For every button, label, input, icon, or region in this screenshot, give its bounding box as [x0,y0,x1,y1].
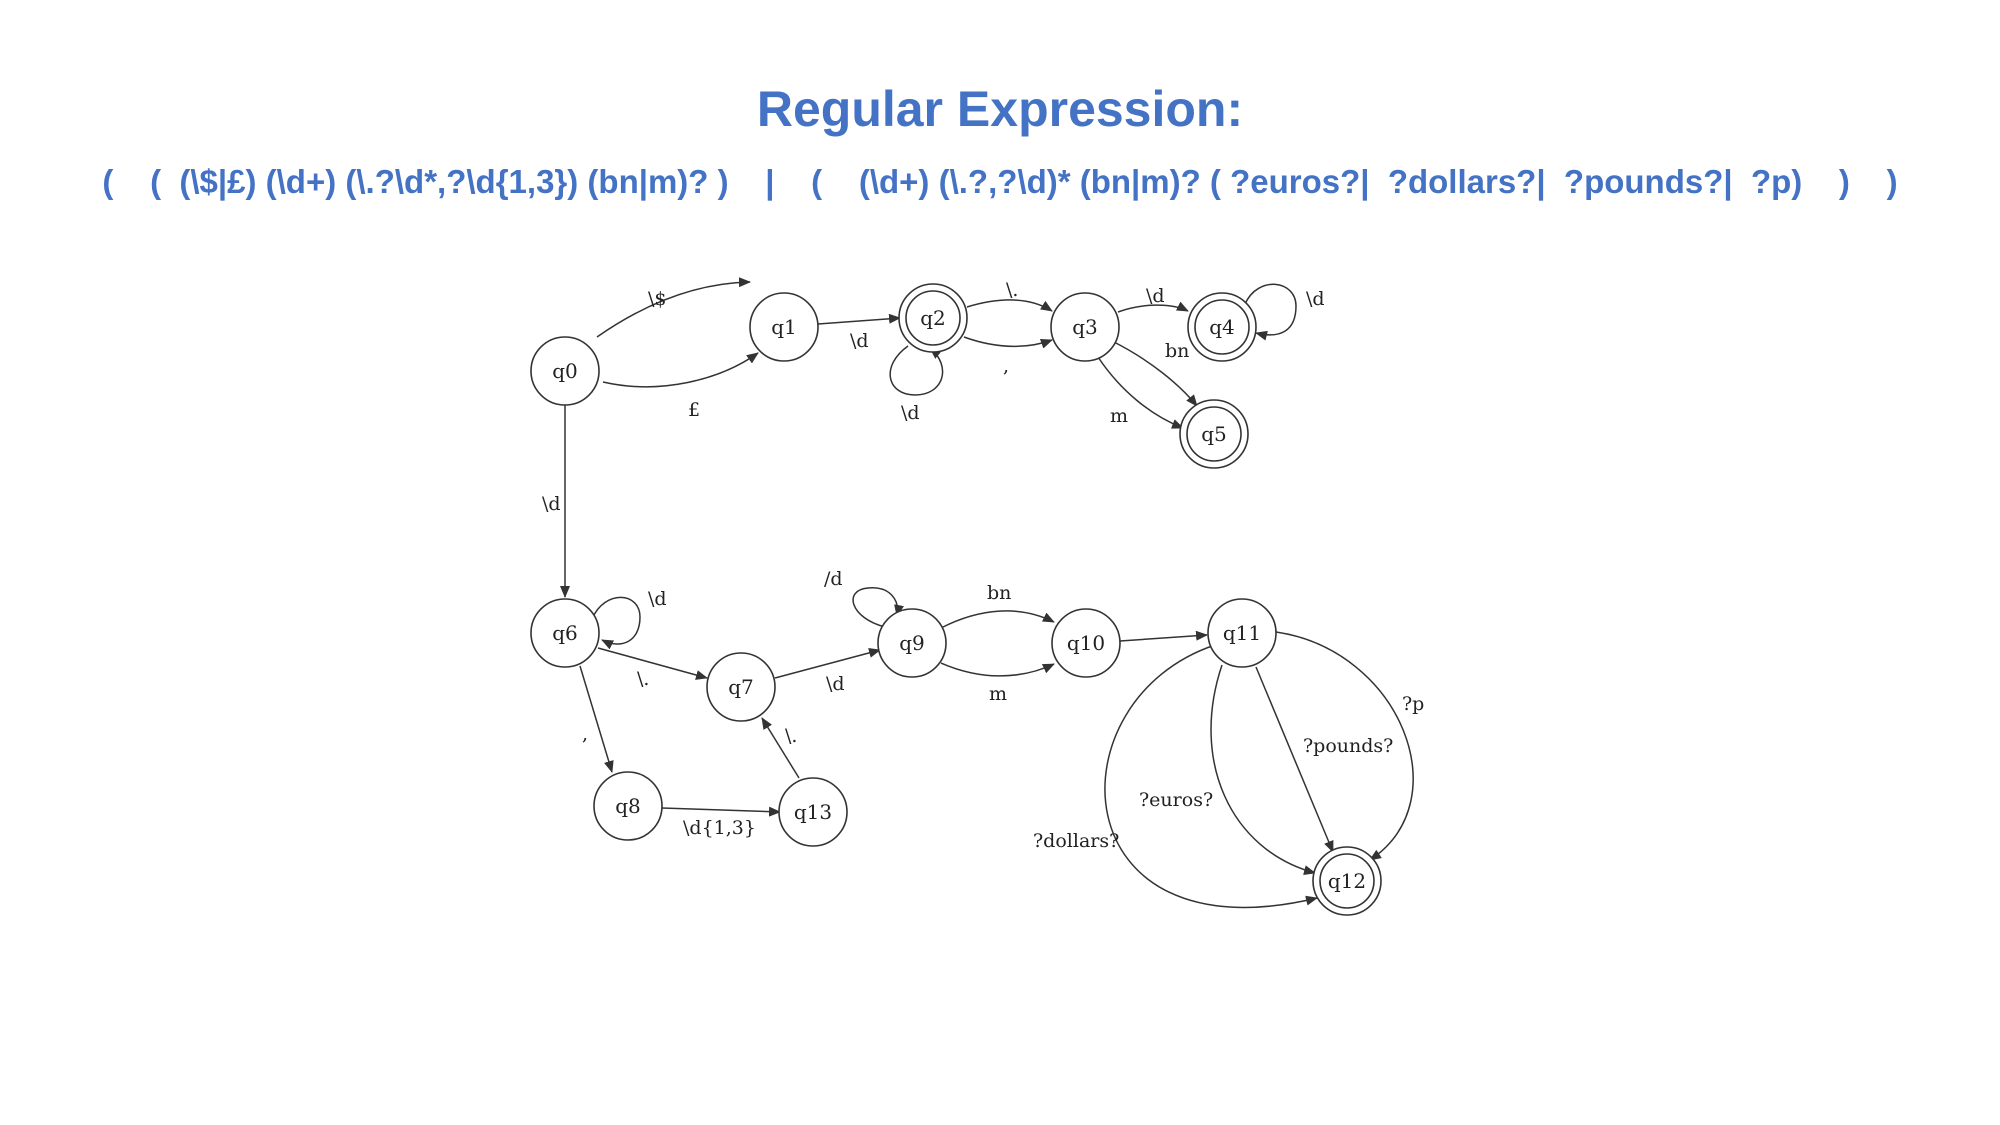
edge-q3-q4 [1117,301,1189,313]
label-q0-q1-pound: £ [688,399,700,421]
label-q6-self: \d [648,588,667,610]
transition-labels: \$ £ \d \d \. , \d \d bn m \d \d \. , \d… [542,279,1424,852]
label-q11-q12-pounds: ?pounds? [1303,735,1393,757]
transitions [560,277,1414,909]
edge-q11-q12-p [1275,631,1414,861]
edge-q0-q1-pound [602,352,759,388]
label-q1-q2: \d [850,330,869,352]
states: q0 q1 q2 q3 q4 q5 [530,283,1382,916]
state-q6: q6 [530,598,600,668]
label-q0-q1-dollar: \$ [648,288,667,310]
label-q11-q12-dollars: ?dollars? [1033,830,1119,852]
state-q3: q3 [1050,292,1120,362]
label-q9-q10-m: m [989,683,1007,705]
state-q10: q10 [1051,608,1121,678]
label-q2-q3-comma: , [1003,355,1009,377]
state-label-q6: q6 [552,621,578,645]
label-q3-q5-m: m [1110,405,1128,427]
state-q7: q7 [706,652,776,722]
label-q6-q7: \. [637,668,649,690]
edge-q3-q5-m [1097,356,1184,429]
state-label-q2: q2 [920,306,946,330]
state-q5-accepting: q5 [1179,399,1249,469]
edge-q11-q12-euros [1210,664,1316,875]
edge-q4-self [1244,283,1297,341]
state-q13: q13 [778,777,848,847]
label-q9-self: /d [824,568,843,590]
label-q3-q4: \d [1146,285,1165,307]
edge-q1-q2 [817,313,901,325]
edge-q2-q3-dot [966,299,1053,312]
state-label-q11: q11 [1223,621,1261,645]
edge-q9-self [852,587,904,628]
state-q12-accepting: q12 [1312,846,1382,916]
label-q11-q12-p: ?p [1402,693,1424,715]
label-q13-q7: \. [785,725,797,747]
state-label-q8: q8 [615,794,641,818]
state-q1: q1 [749,292,819,362]
regex-expression: ( ( (\$|£) (\d+) (\.?\d*,?\d{1,3}) (bn|m… [102,163,1898,200]
state-label-q13: q13 [794,800,832,824]
label-q2-self: \d [901,402,920,424]
edge-q6-q8 [579,665,614,773]
state-q9: q9 [877,608,947,678]
state-label-q7: q7 [728,675,754,699]
edge-q6-self [591,596,641,650]
state-label-q5: q5 [1201,422,1227,446]
state-label-q12: q12 [1328,869,1366,893]
edge-q9-q10-bn [940,610,1055,629]
edge-q3-q5-bn [1111,340,1198,407]
label-q6-q8: , [582,723,588,745]
state-label-q0: q0 [552,359,578,383]
state-q0: q0 [530,336,600,406]
state-q2-accepting: q2 [898,283,968,353]
slide-title: Regular Expression: [756,81,1244,137]
edge-q7-q9 [774,648,881,679]
label-q7-q9: \d [826,673,845,695]
label-q9-q10-bn: bn [987,582,1011,604]
edge-q11-q12-dollars [1104,644,1318,909]
state-q11: q11 [1207,598,1277,668]
label-q8-q13: \d{1,3} [683,817,756,839]
edge-q2-self [889,345,944,396]
label-q4-self: \d [1306,288,1325,310]
edge-q10-q11 [1119,630,1208,642]
state-label-q3: q3 [1072,315,1098,339]
label-q2-q3-dot: \. [1006,279,1018,301]
edge-q9-q10-m [940,662,1055,677]
state-label-q9: q9 [899,631,925,655]
state-q4-accepting: q4 [1187,292,1257,362]
edge-q8-q13 [661,806,781,817]
edge-q13-q7 [761,717,800,779]
label-q0-q6: \d [542,493,561,515]
state-label-q4: q4 [1209,315,1235,339]
edge-q6-q7 [597,647,708,680]
edge-q2-q3-comma [963,336,1053,349]
state-label-q1: q1 [771,315,797,339]
label-q11-q12-euros: ?euros? [1139,789,1213,811]
label-q3-q5-bn: bn [1165,340,1189,362]
edge-q11-q12-pounds [1255,666,1334,853]
state-label-q10: q10 [1067,631,1105,655]
edge-q0-q1-dollar [596,277,751,338]
state-q8: q8 [593,771,663,841]
